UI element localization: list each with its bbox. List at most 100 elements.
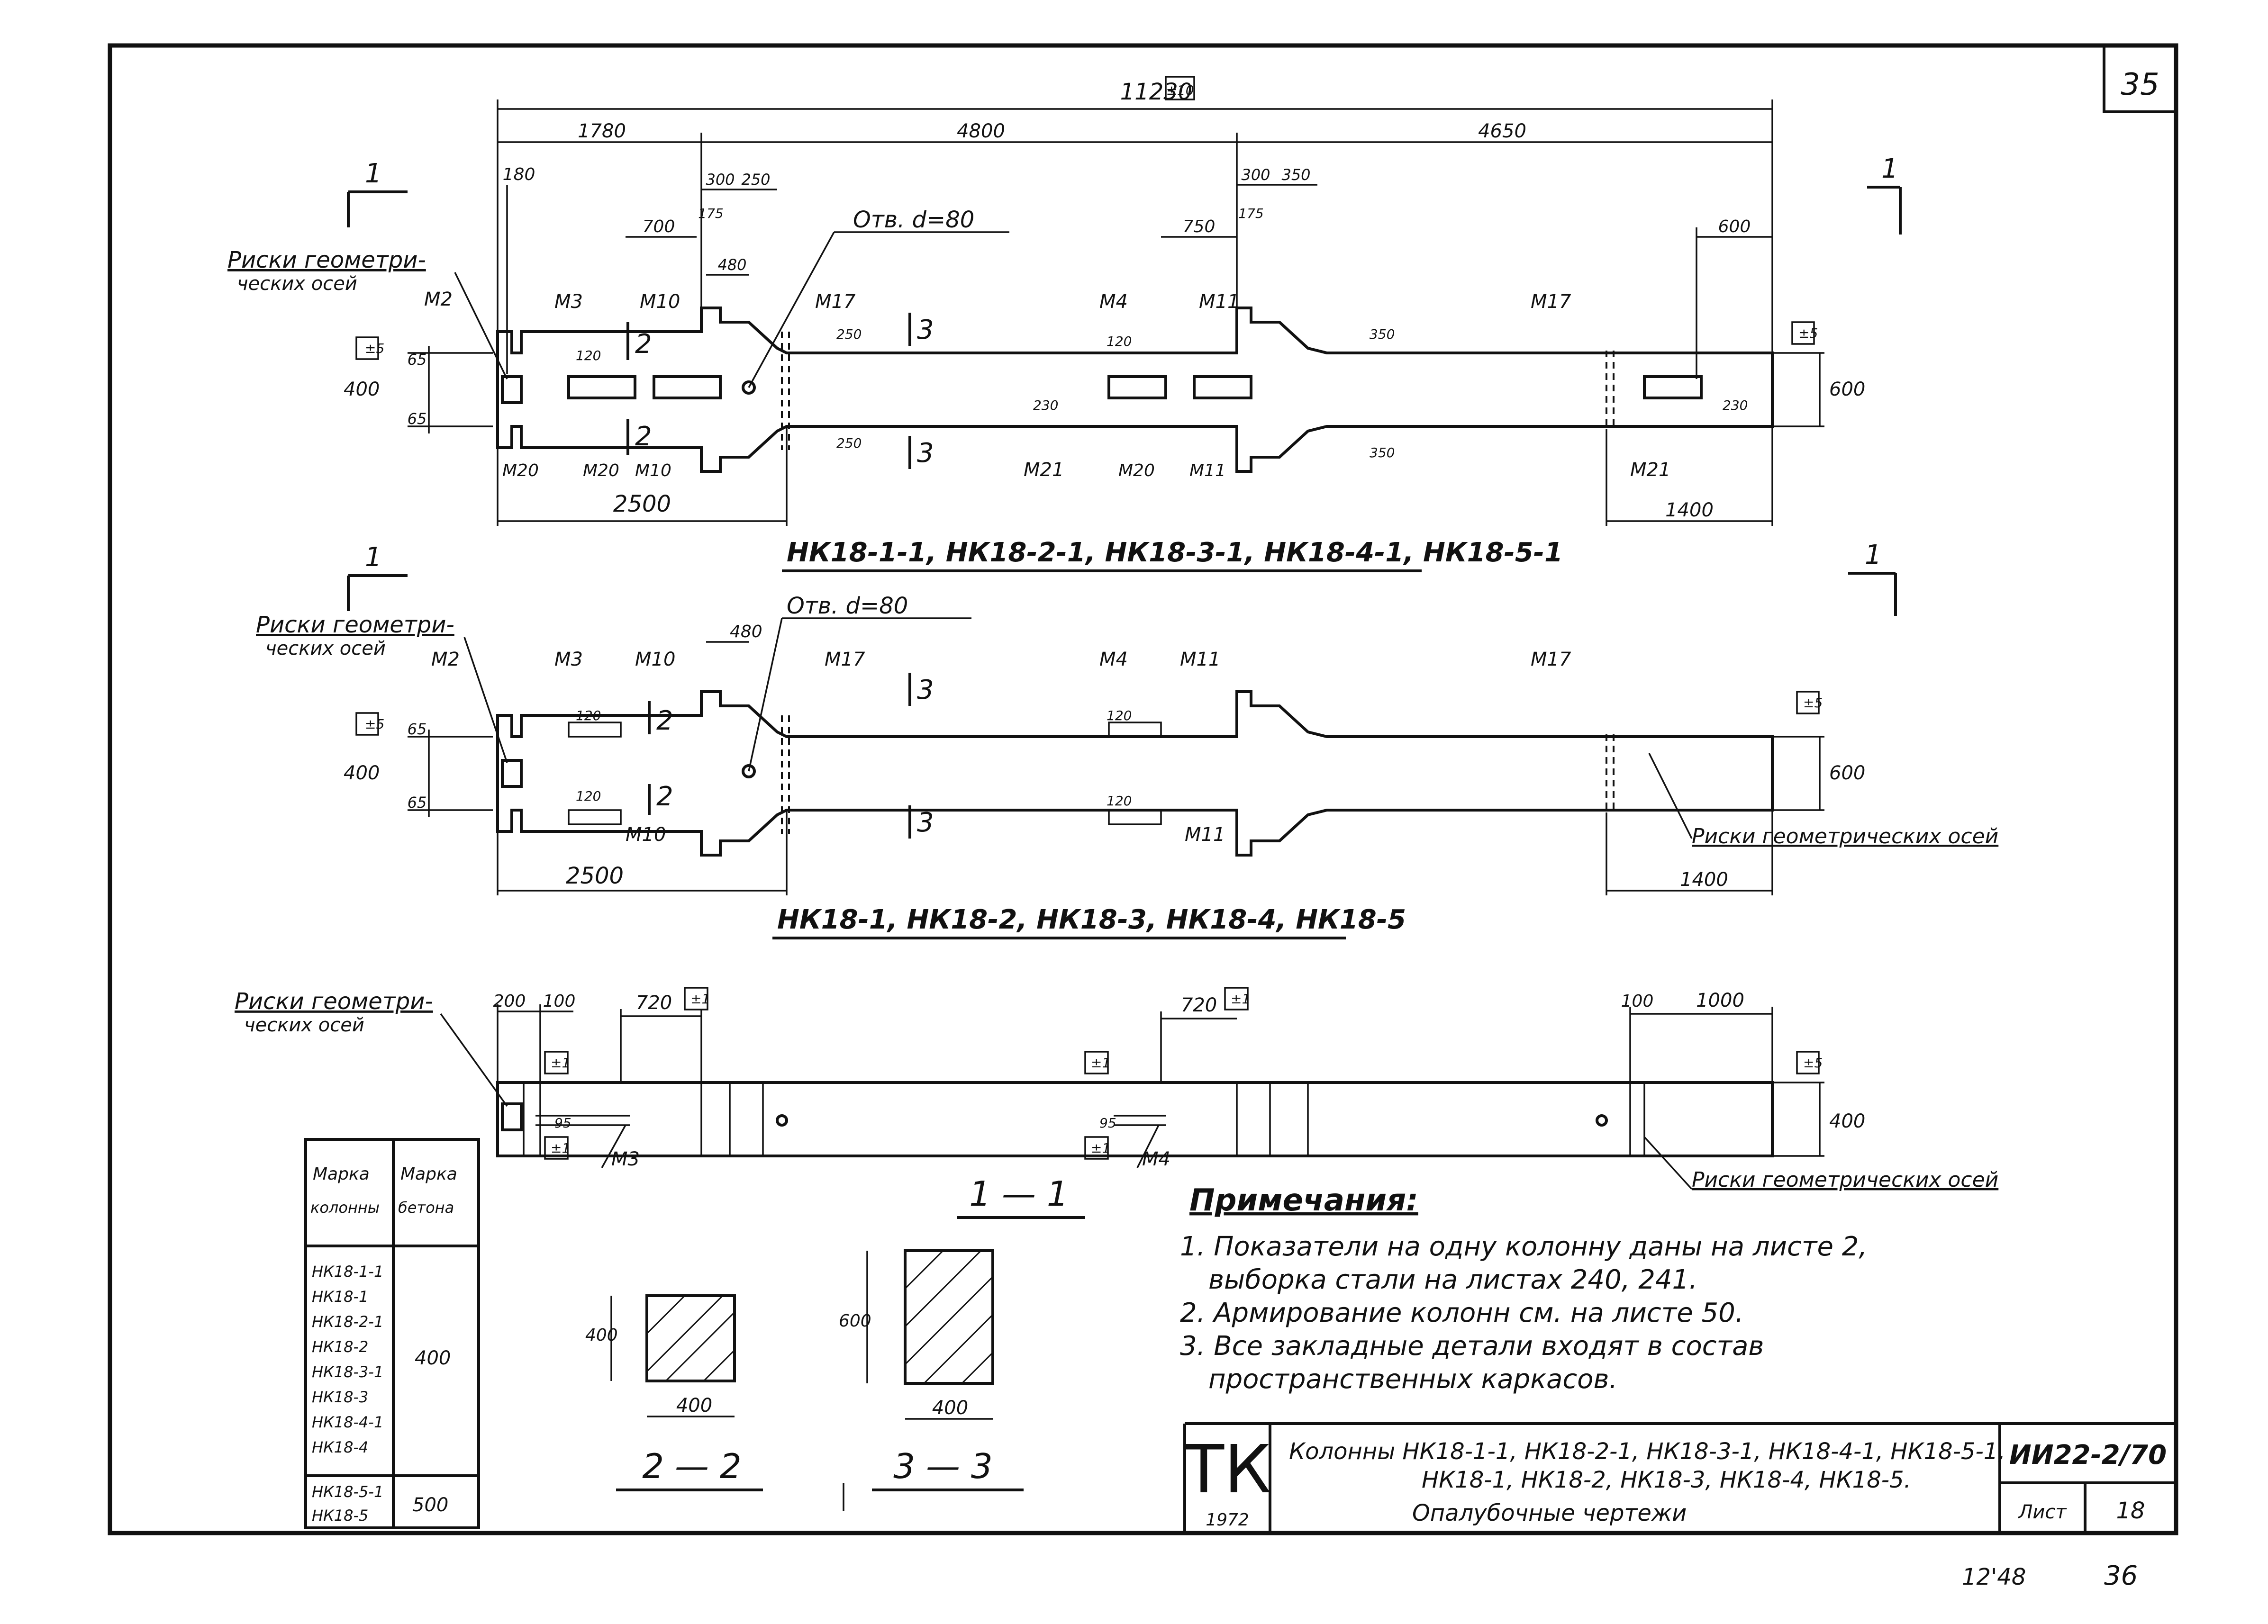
- tol-box: [1165, 76, 1195, 100]
- sec33-hatch: [904, 1250, 944, 1290]
- sec22-h: 400: [585, 1326, 618, 1345]
- label-m21b: М21: [1630, 459, 1670, 481]
- hole-d80: [742, 380, 756, 395]
- tol3-box-a: [684, 987, 708, 1010]
- tol3-e: ±1: [551, 1140, 570, 1156]
- note-3a: 3. Все закладные детали входят в состав: [1180, 1331, 1764, 1362]
- sec2-2-bot: 2: [656, 781, 673, 812]
- label-m20a: М20: [502, 461, 539, 480]
- sec33-hatch: [904, 1276, 994, 1365]
- dim-350-v: 350: [1370, 326, 1395, 342]
- note-3b: пространственных каркасов.: [1208, 1364, 1617, 1395]
- sec22-hatch: [646, 1295, 724, 1372]
- axis-note-1: Риски геометри-: [227, 247, 426, 273]
- dim-230-v2: 230: [1723, 397, 1748, 413]
- dim-400-v1: 400: [344, 379, 380, 400]
- sec22-hatch: [703, 1349, 735, 1382]
- sec-3-bot: 3: [917, 438, 934, 469]
- axis-note-3b: ческих осей: [244, 1014, 364, 1036]
- label2-m4: М4: [1099, 649, 1128, 670]
- label2-m10: М10: [635, 649, 675, 670]
- th-col1a: Марка: [313, 1164, 370, 1184]
- sec22-w: 400: [676, 1395, 712, 1416]
- plan-hole-2: [1596, 1114, 1608, 1127]
- label-m20b: М20: [583, 461, 619, 480]
- dim2-120c: 120: [1107, 708, 1132, 723]
- dim-480: 480: [717, 256, 746, 274]
- tol2-left-box: [355, 712, 379, 736]
- embedded-m10-m20: [653, 375, 722, 399]
- label2-m10b: М10: [626, 824, 666, 846]
- dim-2500: 2500: [613, 491, 671, 517]
- dim3-100b: 100: [1621, 992, 1654, 1011]
- dim-120-v2: 120: [1107, 334, 1132, 349]
- label-m11b: М11: [1189, 461, 1226, 480]
- axis-note-2r: Риски геометрических осей: [1692, 824, 1998, 848]
- dim-180: 180: [503, 165, 535, 184]
- dim-600-v1: 600: [1829, 379, 1865, 400]
- sheet-frame: [108, 43, 2178, 1535]
- dim-1780: 1780: [578, 120, 626, 142]
- label-m20c: М20: [1118, 461, 1155, 480]
- dim2-120d: 120: [1107, 793, 1132, 809]
- sec2-3-bot: 3: [917, 807, 934, 838]
- th-col1b: колонны: [310, 1199, 380, 1217]
- dim3-95: 95: [554, 1115, 572, 1131]
- th-col2b: бетона: [398, 1199, 454, 1217]
- dim-600-top: 600: [1718, 217, 1751, 236]
- label-m3: М3: [554, 291, 583, 313]
- dim-total-tol: ±10: [1166, 82, 1194, 98]
- dim-230-v: 230: [1033, 397, 1058, 413]
- note-1a: 1. Показатели на одну колонну даны на ли…: [1180, 1231, 1867, 1262]
- notes-heading: Примечания:: [1189, 1183, 1418, 1218]
- concrete-grade-table: Марка колонны Марка бетона НК18-1-1 НК18…: [304, 1138, 480, 1529]
- tol3-box-e: [544, 1136, 569, 1160]
- tol-left: ±5: [365, 341, 384, 356]
- axis-note-1b: ческих осей: [237, 273, 357, 295]
- dim2-120a: 120: [576, 708, 601, 723]
- tol2-left: ±5: [365, 716, 384, 732]
- dim2-600: 600: [1829, 762, 1865, 784]
- tb-logo: ТК: [1183, 1431, 1271, 1508]
- cell-col: НК18-5: [312, 1507, 368, 1525]
- bottom-mark-1: 12'48: [1962, 1564, 2026, 1590]
- sec2-3-top: 3: [917, 675, 934, 705]
- end-plate-m2: [501, 375, 523, 404]
- axis-note-3r: Риски геометрических осей: [1692, 1168, 1998, 1192]
- sec-3-top: 3: [917, 315, 934, 345]
- label3-m4-leader: [1136, 1125, 1160, 1168]
- axis-note-leader: [454, 272, 508, 379]
- tol3-a: ±1: [690, 991, 710, 1007]
- axis-note-3: Риски геометри-: [235, 988, 433, 1015]
- section-3-3: 400 600 3 — 3: [839, 1249, 1024, 1491]
- label3-m3-leader: [601, 1125, 626, 1168]
- label2-m17: М17: [825, 649, 865, 670]
- dim2-400: 400: [344, 762, 380, 784]
- cell-col: НК18-4-1: [312, 1413, 383, 1431]
- label3-m3: М3: [611, 1148, 640, 1170]
- sec33-hatch: [904, 1250, 982, 1327]
- label-m11: М11: [1199, 291, 1239, 313]
- dim-350a: 350: [1281, 166, 1310, 184]
- dim-480-v2: 480: [730, 622, 762, 641]
- tb-line3: Опалубочные чертежи: [1412, 1500, 1687, 1526]
- sec22-hatch: [646, 1295, 686, 1335]
- dim3-400: 400: [1829, 1110, 1865, 1132]
- label-m2: М2: [424, 289, 453, 310]
- axis-note-3r-leader: [1643, 1136, 1693, 1190]
- tol2-right-box: [1796, 691, 1820, 714]
- label2-m2: М2: [431, 649, 460, 670]
- dim-65b: 65: [408, 410, 427, 428]
- tb-line2: НК18-1, НК18-2, НК18-3, НК18-4, НК18-5.: [1422, 1467, 1911, 1493]
- sec2-2-top: 2: [656, 705, 673, 736]
- sec33-h: 600: [839, 1311, 871, 1331]
- dim3-100a: 100: [543, 992, 576, 1011]
- tb-sheet-code: ИИ22-2/70: [2009, 1440, 2167, 1471]
- dim3-1000: 1000: [1696, 990, 1744, 1011]
- view2-caption: НК18-1, НК18-2, НК18-3, НК18-4, НК18-5: [777, 904, 1406, 935]
- dim-250-v: 250: [836, 326, 862, 342]
- sec22-hatch: [665, 1311, 735, 1382]
- section-2-2: 400 400 2 — 2: [585, 1294, 763, 1491]
- hole-label: Отв. d=80: [853, 207, 974, 233]
- dim2-65a: 65: [408, 720, 427, 738]
